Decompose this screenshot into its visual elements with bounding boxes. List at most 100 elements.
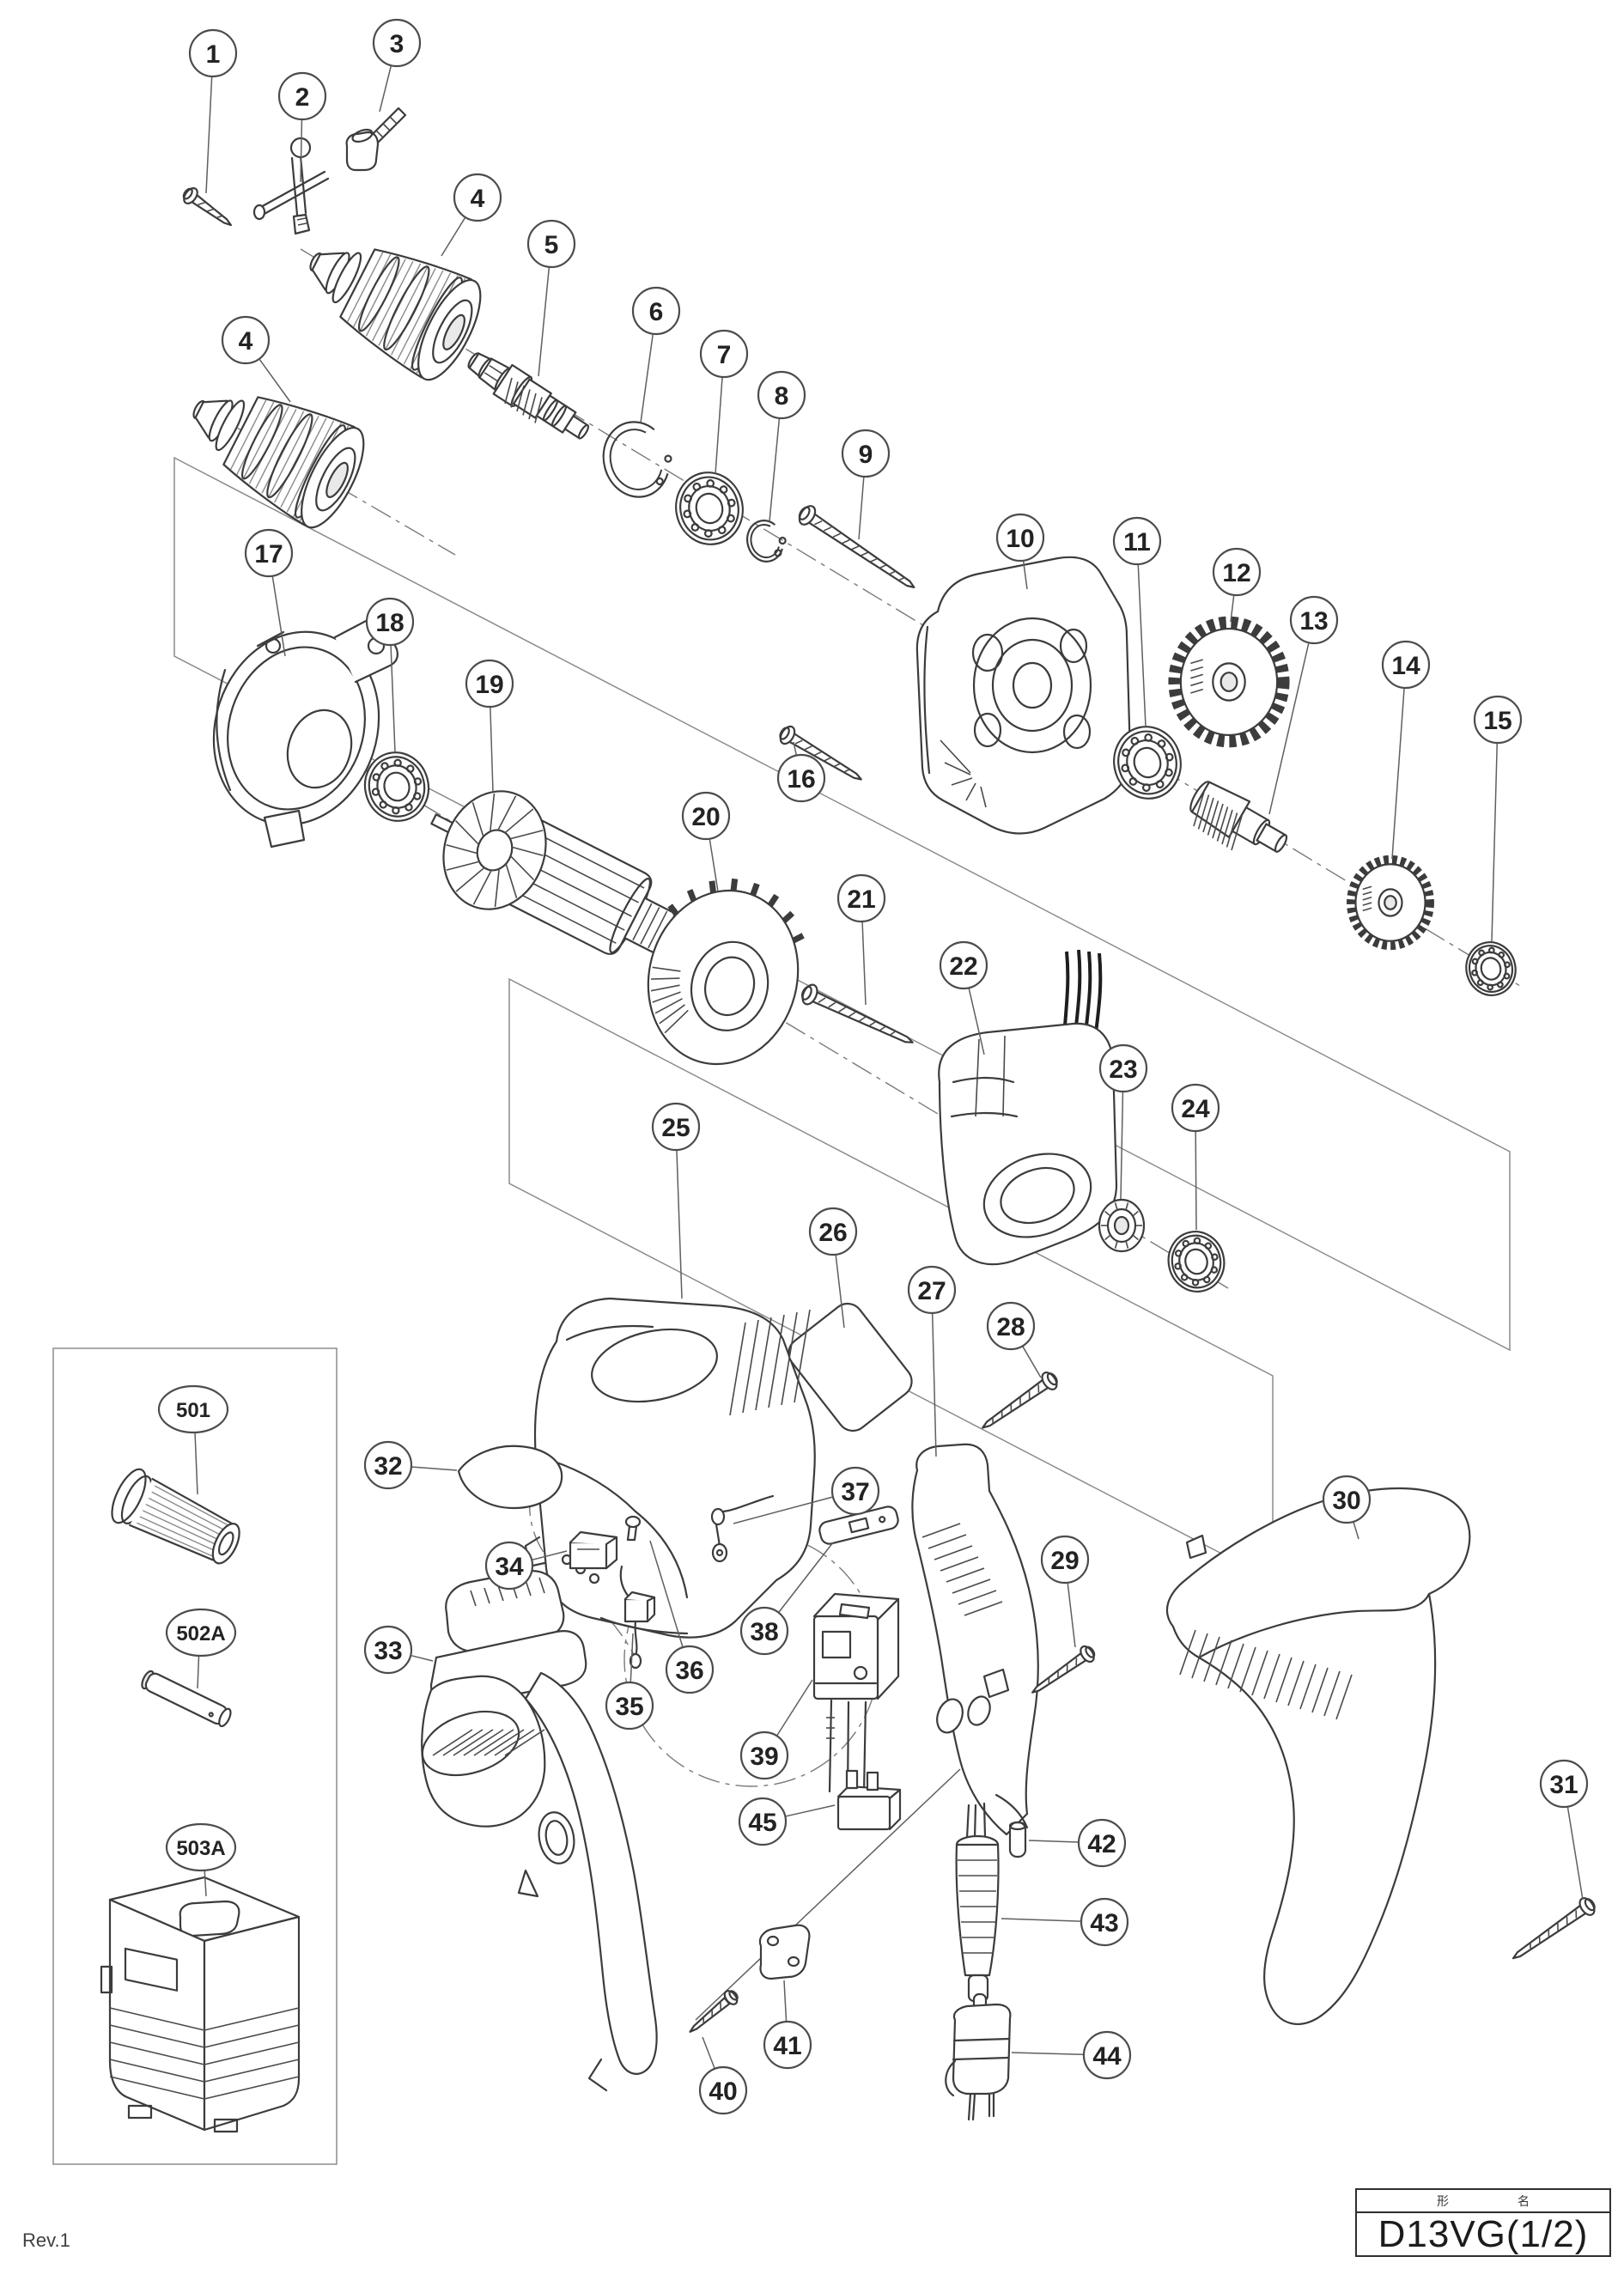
part-balloon-18: 18 <box>365 597 415 647</box>
part-balloon-32: 32 <box>363 1440 413 1490</box>
handle-cover-30-sketch <box>1165 1487 1471 2025</box>
leader-line-39 <box>776 1679 813 1736</box>
leader-line-24 <box>1195 1131 1197 1231</box>
part-balloon-6: 6 <box>631 286 681 336</box>
helical-gear-14 <box>1347 855 1434 951</box>
svg-text:34: 34 <box>495 1553 524 1581</box>
clamp-assembly-line <box>695 1768 961 2021</box>
ball-bearing-7 <box>675 471 744 545</box>
part-balloon-12: 12 <box>1212 547 1262 597</box>
case-ribs-front <box>109 2007 205 2100</box>
part-balloon-34: 34 <box>484 1541 534 1591</box>
motor-housing-sketch <box>524 1297 816 1639</box>
part-balloon-37: 37 <box>830 1466 880 1516</box>
leader-line-19 <box>490 707 494 793</box>
leader-line-29 <box>1067 1583 1076 1648</box>
svg-text:27: 27 <box>917 1277 946 1305</box>
switch-sketch <box>812 1592 900 1797</box>
part-balloon-25: 25 <box>651 1102 701 1152</box>
svg-text:4: 4 <box>239 327 253 356</box>
part-balloon-502A: 502A <box>165 1608 237 1658</box>
retaining-ring-8 <box>746 520 787 563</box>
group-box-upper <box>173 456 1511 1352</box>
svg-text:2: 2 <box>295 83 310 112</box>
leader-line-20 <box>709 839 719 892</box>
leader-line-35 <box>630 1633 634 1682</box>
part-balloon-42: 42 <box>1077 1818 1127 1868</box>
leader-line-3 <box>379 65 392 113</box>
leader-line-1 <box>205 76 213 194</box>
screw-31 <box>1511 1897 1596 1960</box>
ball-bearing-11 <box>1113 726 1182 800</box>
svg-text:16: 16 <box>787 765 815 794</box>
handle-cover-27-sketch <box>911 1443 1039 1836</box>
part-balloon-41: 41 <box>763 2020 812 2070</box>
svg-text:20: 20 <box>691 803 720 831</box>
leader-line-4 <box>259 359 291 403</box>
part-balloon-9: 9 <box>841 429 891 478</box>
svg-text:501: 501 <box>176 1399 210 1422</box>
leader-line-26 <box>835 1255 845 1329</box>
title-block-label-left: 形 <box>1437 2193 1449 2208</box>
leader-line-32 <box>411 1466 458 1471</box>
cord-armor-sketch <box>955 1802 1000 2003</box>
part-balloon-19: 19 <box>465 659 514 709</box>
leader-line-7 <box>715 377 723 475</box>
leader-line-8 <box>769 418 781 522</box>
depth-gauge-sketch <box>345 106 407 172</box>
screw-29 <box>1031 1645 1096 1694</box>
svg-text:8: 8 <box>775 382 789 411</box>
carrying-case-sketch <box>100 1876 301 2133</box>
ball-bearing-18 <box>363 751 430 822</box>
armature-fan-19 <box>442 790 547 910</box>
leader-line-38 <box>778 1542 834 1613</box>
svg-text:5: 5 <box>544 231 559 259</box>
leader-line-34 <box>532 1550 568 1560</box>
part-balloon-26: 26 <box>808 1207 858 1256</box>
handle-30-grip-hatch <box>1179 1629 1353 1720</box>
leader-line-5 <box>538 267 550 377</box>
svg-text:25: 25 <box>661 1114 690 1142</box>
svg-text:15: 15 <box>1483 707 1511 735</box>
part-balloon-38: 38 <box>739 1606 789 1656</box>
part-balloon-36: 36 <box>665 1645 715 1694</box>
svg-text:6: 6 <box>649 298 664 326</box>
svg-text:4: 4 <box>471 185 485 213</box>
leader-line-28 <box>1022 1346 1042 1378</box>
part-balloon-14: 14 <box>1381 640 1431 690</box>
leader-line-11 <box>1137 564 1147 727</box>
svg-text:24: 24 <box>1181 1095 1210 1123</box>
part-balloon-33: 33 <box>363 1625 413 1675</box>
svg-text:18: 18 <box>375 609 404 637</box>
drill-chuck-lower <box>192 396 365 529</box>
part-balloon-15: 15 <box>1473 695 1523 745</box>
part-balloon-3: 3 <box>372 18 422 68</box>
cord-clip-sketch <box>758 1924 811 1980</box>
leader-line-12 <box>1230 595 1235 623</box>
part-balloon-2: 2 <box>277 71 327 121</box>
title-block: 形 名 D13VG(1/2) <box>1355 2188 1611 2257</box>
leader-line-23 <box>1120 1092 1124 1200</box>
leader-line-37 <box>733 1496 833 1524</box>
screw-9 <box>798 505 915 588</box>
part-balloon-8: 8 <box>757 370 806 420</box>
svg-text:43: 43 <box>1090 1909 1118 1937</box>
screw-16 <box>779 725 862 781</box>
part-balloon-11: 11 <box>1112 516 1162 566</box>
part-balloon-45: 45 <box>738 1797 788 1846</box>
screw-21 <box>800 983 914 1043</box>
svg-text:44: 44 <box>1092 2042 1122 2071</box>
drill-chuck-upper <box>309 248 482 381</box>
svg-text:37: 37 <box>841 1478 869 1506</box>
handle-27-band-hatch <box>921 1523 1003 1616</box>
chuck-bolt-1 <box>182 187 233 227</box>
leader-line-15 <box>1491 743 1498 942</box>
leader-line-31 <box>1566 1807 1584 1901</box>
leader-line-6 <box>640 334 654 423</box>
svg-text:31: 31 <box>1549 1771 1578 1799</box>
leader-line-30 <box>1353 1522 1359 1540</box>
ball-bearing-15 <box>1465 941 1517 996</box>
leader-line-21 <box>861 922 867 1006</box>
